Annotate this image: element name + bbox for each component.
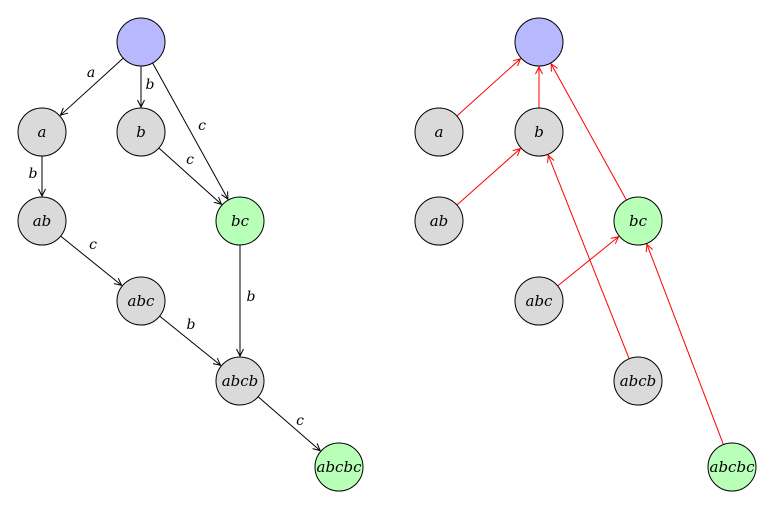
suffix-node-b: b — [514, 107, 564, 157]
edge-label-abcb-abcbc: c — [296, 413, 304, 429]
suffix-node-a-label: a — [435, 123, 444, 141]
edge-label-bc-abcb: b — [247, 289, 256, 305]
automaton-node-abcbc-label: abcbc — [317, 458, 363, 476]
edge-abc-abcb — [159, 315, 222, 366]
suffix-node-bc-circle — [613, 196, 663, 246]
automaton-node-abc-label: abc — [128, 292, 156, 310]
suffix-link-bc-root — [550, 62, 627, 201]
suffix-node-abcb: abcb — [613, 356, 663, 406]
suffix-node-abcb-label: abcb — [620, 372, 657, 390]
suffix-link-abcbc-bc — [645, 243, 724, 445]
automaton-node-abcb: abcb — [215, 356, 265, 406]
suffix-node-abc-circle — [514, 276, 564, 326]
edge-ab-abc — [60, 235, 123, 286]
suffix-node-abc: abc — [514, 276, 564, 326]
suffix-node-ab: ab — [414, 196, 464, 246]
suffix-node-abc-label: abc — [526, 292, 554, 310]
automaton-node-root-circle — [116, 17, 166, 67]
edge-label-root-a: a — [87, 65, 95, 81]
automaton-node-root — [116, 17, 166, 67]
edge-root-a — [59, 57, 124, 116]
automaton-node-a-label: a — [38, 123, 47, 141]
suffix-link-edges — [456, 57, 724, 445]
suffix-node-ab-circle — [414, 196, 464, 246]
automaton-node-bc: bc — [215, 196, 265, 246]
automaton-node-ab-label: ab — [33, 212, 52, 230]
edge-label-root-bc: c — [198, 118, 206, 134]
automaton-node-bc-label: bc — [231, 212, 250, 230]
edge-root-bc — [152, 62, 229, 201]
automaton-node-b-circle — [116, 107, 166, 157]
automaton-node-a: a — [17, 107, 67, 157]
edge-abcb-abcbc — [257, 396, 321, 452]
automaton-node-ab: ab — [17, 196, 67, 246]
suffix-node-a: a — [414, 107, 464, 157]
edge-label-a-ab: b — [29, 166, 38, 182]
edge-b-bc — [158, 147, 223, 206]
suffix-node-a-circle — [414, 107, 464, 157]
automaton-node-ab-circle — [17, 196, 67, 246]
suffix-node-abcb-circle — [613, 356, 663, 406]
automaton-node-a-circle — [17, 107, 67, 157]
suffix-node-b-circle — [514, 107, 564, 157]
automaton-node-abcb-circle — [215, 356, 265, 406]
suffix-node-abcbc: abcbc — [707, 442, 757, 492]
automaton-node-b-label: b — [136, 123, 146, 141]
automaton-node-abcbc: abcbc — [314, 442, 364, 492]
edge-label-ab-abc: c — [89, 237, 97, 253]
suffix-node-root — [514, 17, 564, 67]
suffix-link-abcb-b — [547, 154, 630, 359]
automaton-node-abcb-label: abcb — [222, 372, 259, 390]
edge-label-root-b: b — [146, 77, 155, 93]
suffix-node-abcbc-circle — [707, 442, 757, 492]
automaton-node-bc-circle — [215, 196, 265, 246]
automaton-node-abcbc-circle — [314, 442, 364, 492]
suffix-node-bc-label: bc — [629, 212, 648, 230]
suffix-node-abcbc-label: abcbc — [710, 458, 756, 476]
automaton-node-abc-circle — [116, 276, 166, 326]
suffix-node-b-label: b — [534, 123, 544, 141]
suffix-link-abc-bc — [557, 236, 620, 287]
edge-label-abc-abcb: b — [187, 317, 196, 333]
suffix-node-root-circle — [514, 17, 564, 67]
suffix-link-ab-b — [456, 147, 522, 206]
suffix-node-bc: bc — [613, 196, 663, 246]
automaton-node-abc: abc — [116, 276, 166, 326]
automaton-node-b: b — [116, 107, 166, 157]
suffix-link-a-root — [456, 57, 522, 117]
edge-label-b-bc: c — [186, 152, 194, 168]
suffix-node-ab-label: ab — [430, 212, 449, 230]
